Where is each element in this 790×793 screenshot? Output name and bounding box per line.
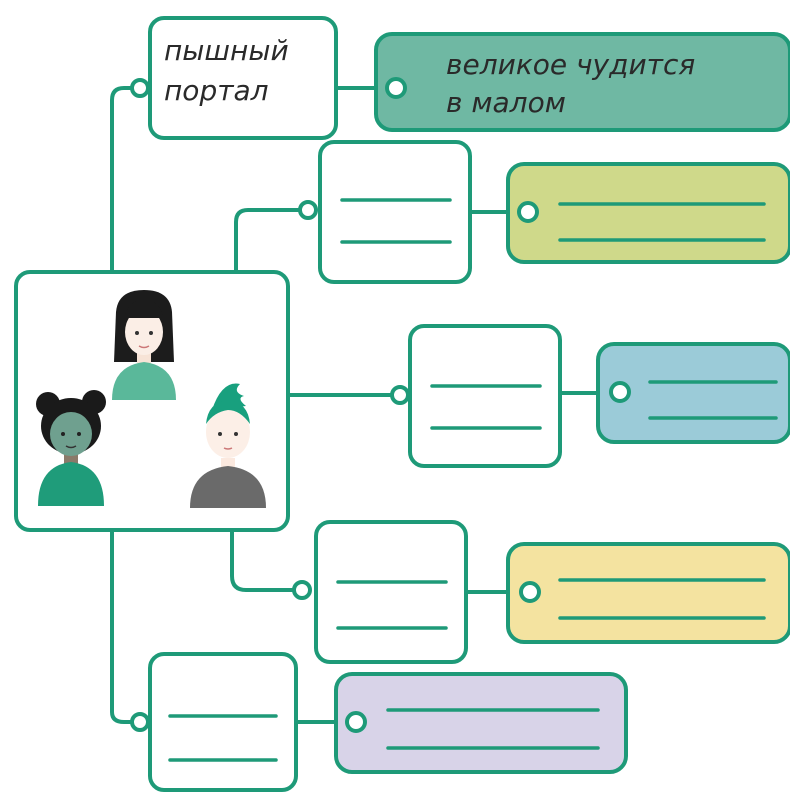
meaning-tag-3[interactable]	[596, 342, 790, 444]
word-box-5[interactable]	[148, 652, 298, 792]
girl-straight-hair-icon	[112, 290, 176, 400]
meaning-tag-4[interactable]	[506, 542, 790, 644]
meaning-tag-2[interactable]	[506, 162, 790, 264]
connectors	[110, 86, 608, 724]
word-box-2[interactable]	[318, 140, 472, 284]
girl-curly-hair-icon	[36, 390, 106, 506]
tag-hole-icon	[517, 201, 539, 223]
word-box-1: пышный портал	[148, 16, 338, 140]
branch-2	[234, 208, 310, 277]
word-box-4[interactable]	[314, 520, 468, 664]
tag-hole-icon	[519, 581, 541, 603]
trunk-up	[110, 86, 142, 277]
tag-hole-icon	[345, 711, 367, 733]
connector-dot-icon	[130, 78, 150, 98]
connector-dot-icon	[130, 712, 150, 732]
top-meaning-line2: в малом	[446, 86, 566, 119]
top-word-line1: пышный	[164, 34, 289, 67]
top-word-line2: портал	[164, 74, 269, 107]
children-picture-card	[14, 270, 290, 532]
boy-mohawk-icon	[190, 383, 266, 508]
connector-dot-icon	[390, 385, 410, 405]
meaning-tag-5[interactable]	[334, 672, 628, 774]
top-meaning-line1: великое чудится	[446, 48, 695, 81]
connector-dot-icon	[292, 580, 312, 600]
word-box-3[interactable]	[408, 324, 562, 468]
connector-dots	[130, 78, 410, 732]
connector-dot-icon	[298, 200, 318, 220]
branch-4	[230, 528, 304, 592]
tag-hole-icon	[609, 381, 631, 403]
tag-hole-icon	[385, 77, 407, 99]
meaning-tag-1: великое чудится в малом	[374, 32, 790, 132]
trunk-down	[110, 528, 142, 724]
